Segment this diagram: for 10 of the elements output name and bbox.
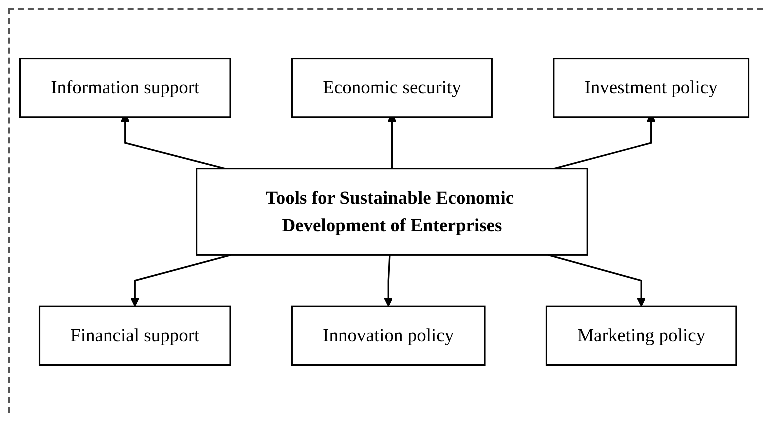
node-box: Financial support: [38, 306, 232, 366]
node-box: Economic security: [291, 58, 493, 118]
arrow: [548, 254, 646, 308]
arrow: [130, 254, 232, 308]
node-box: Marketing policy: [546, 306, 738, 366]
node-box: Investment policy: [553, 58, 750, 118]
node-box: Tools for Sustainable Economic Development of Enterprises: [196, 168, 588, 256]
arrow: [384, 255, 394, 308]
node-box: Innovation policy: [291, 306, 486, 366]
node-box: Information support: [19, 58, 232, 118]
